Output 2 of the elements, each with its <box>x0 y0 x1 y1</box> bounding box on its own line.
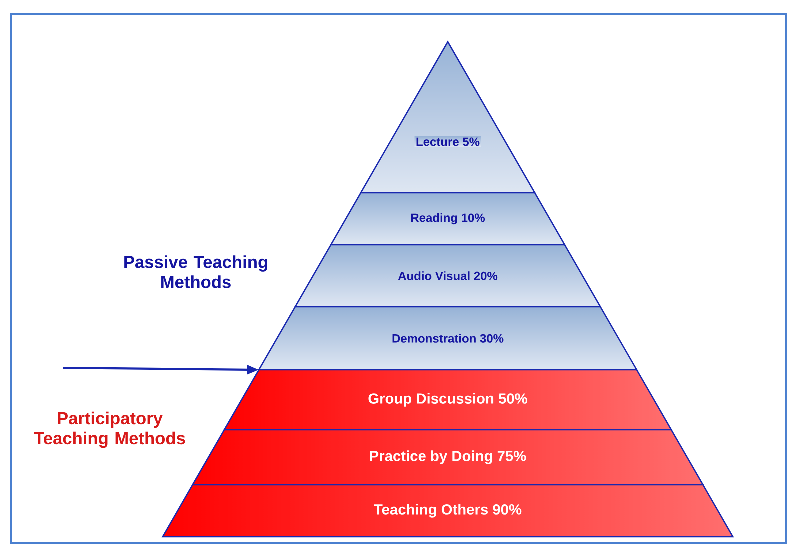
group-label: Passive Teaching Methods <box>124 256 268 288</box>
group-label: Participatory Teaching Methods <box>34 412 186 448</box>
